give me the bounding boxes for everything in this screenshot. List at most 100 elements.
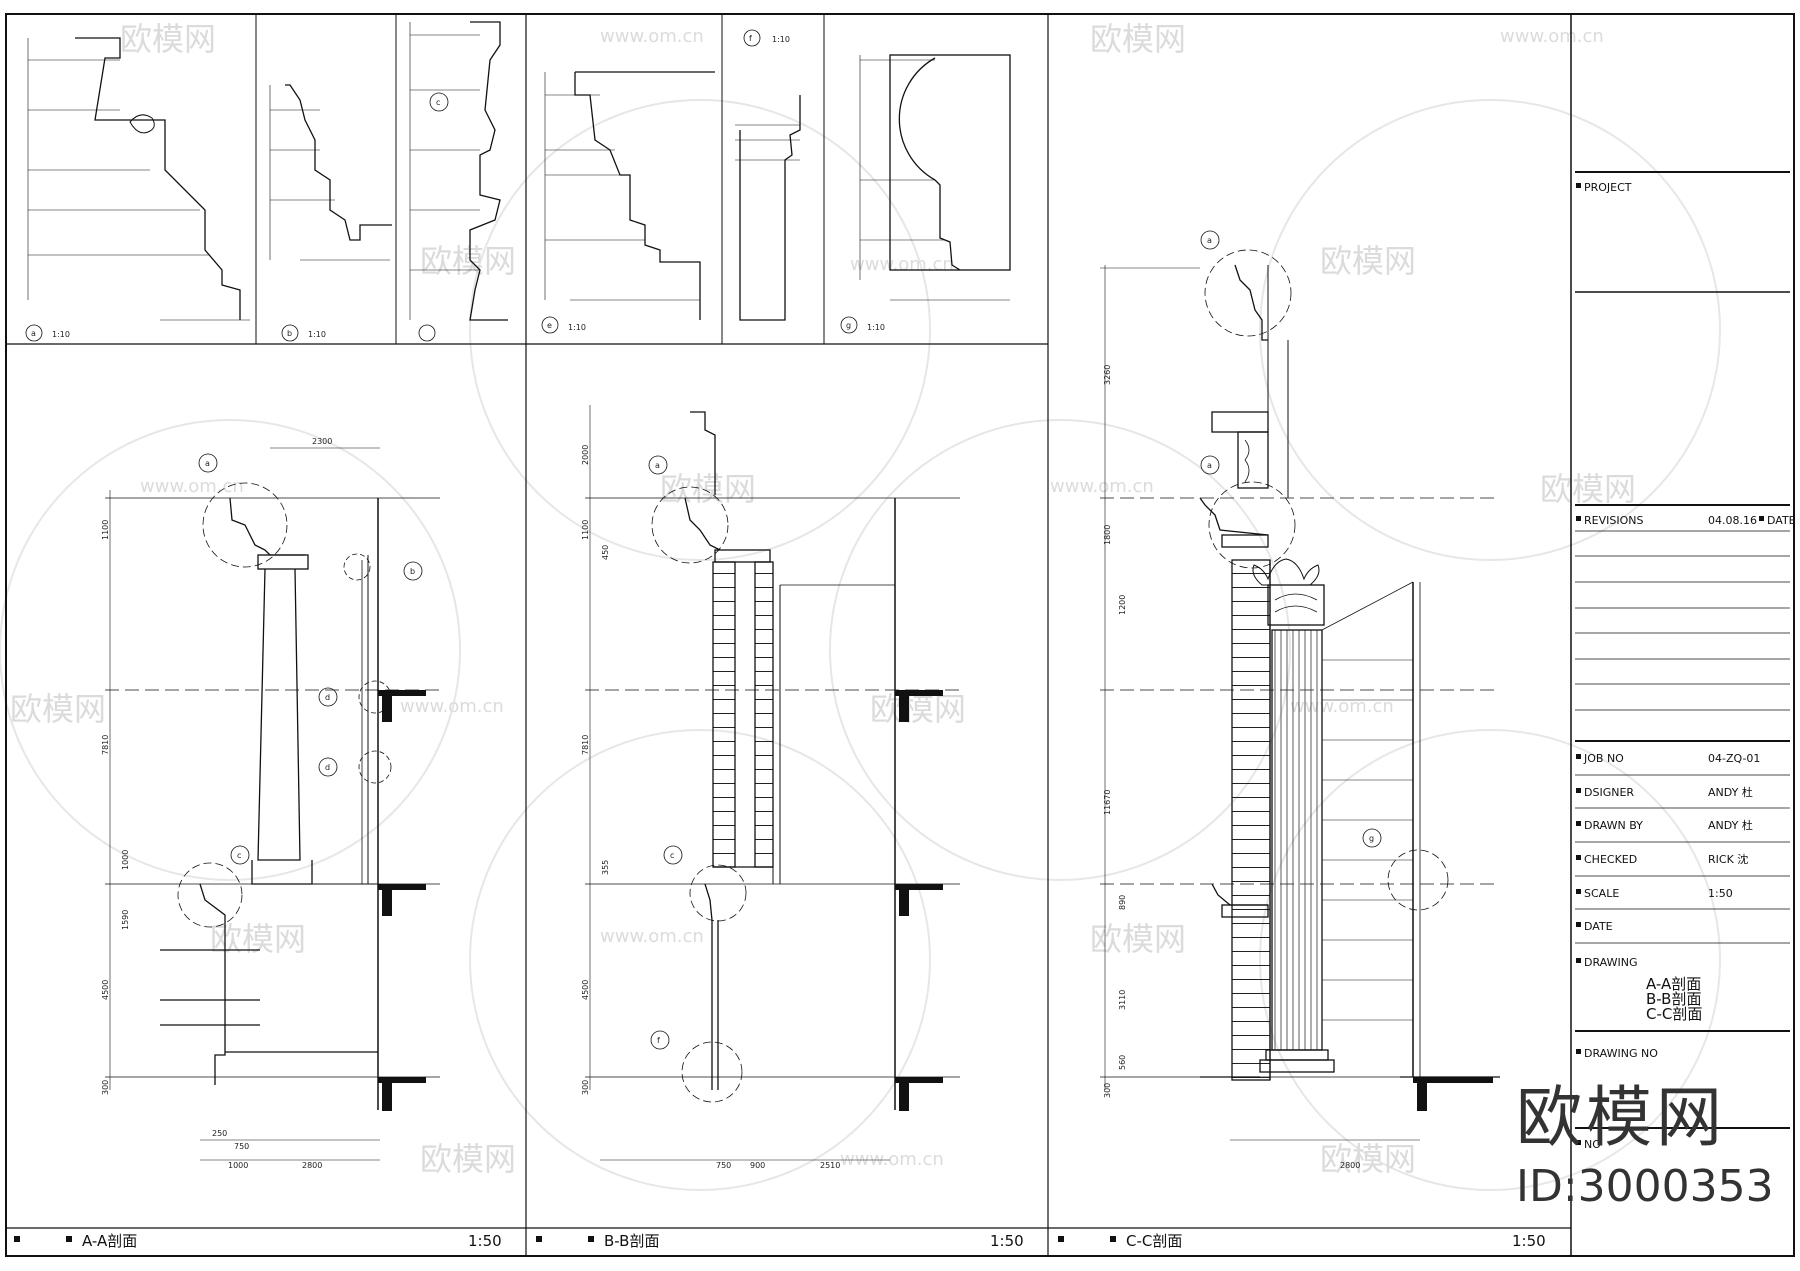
watermark-brand-logo-text: 欧模网 [1516,1079,1726,1156]
section-scale-c: 1:50 [1512,1232,1546,1250]
project-label: PROJECT [1584,181,1632,194]
callout-letter: d [325,763,330,772]
section-label-b: B-B剖面 [604,1232,659,1250]
drawing-label: DRAWING [1584,956,1637,969]
watermark-brand-text: 欧模网 [660,470,756,508]
section-c-callout-letters: a a g [1207,236,1374,843]
dimension-text: 1100 [581,520,590,540]
watermark-brand-text: 欧模网 [1540,470,1636,508]
detail-tag: c [436,98,440,107]
callout-letter: d [325,693,330,702]
dimension-text: 300 [101,1080,110,1095]
dimension-text: 4500 [101,980,110,1000]
watermark-url-text: www.om.cn [1050,476,1154,497]
detail-e [541,71,715,334]
drawn-by-label: DRAWN BY [1584,819,1643,832]
dimension-text: 1800 [1103,525,1112,545]
no-label: NO [1584,1138,1601,1151]
detail-tag: b [287,329,292,338]
job-no-label: JOB NO [1583,752,1624,765]
section-b-dimensions: 2000 1100 450 7810 355 4500 300 750 900 … [581,445,840,1170]
section-a-dimensions: 2300 1100 7810 1000 1590 4500 300 250 75… [101,437,332,1170]
callout-letter: a [1207,461,1212,470]
scale-label: SCALE [1584,887,1619,900]
detail-b [269,84,392,342]
watermark-brand-text: 欧模网 [120,20,216,58]
dimension-text: 250 [212,1129,227,1138]
section-c-floor-slabs [1413,1077,1493,1111]
title-block-bullets [1576,183,1764,1145]
section-scale-a: 1:50 [468,1232,502,1250]
revisions-label: REVISIONS [1584,514,1643,527]
section-c-dimensions: 3260 1800 1200 11670 890 3110 560 300 28… [1103,365,1360,1170]
dimension-text: 7810 [581,735,590,755]
watermark-brand-text: 欧模网 [1320,242,1416,280]
callout-letter: b [410,567,415,576]
detail-tags: a 1:10 b 1:10 c e 1:10 f 1:10 g 1:10 [31,34,885,339]
section-label-a: A-A剖面 [82,1232,137,1250]
drawn-by-value: ANDY 杜 [1708,818,1753,832]
callout-letter: g [1369,834,1374,843]
dimension-text: 890 [1118,895,1127,910]
drawing-title: A-A剖面 [1646,975,1701,993]
revision-date: 04.08.16 [1708,514,1757,527]
callout-letter: c [670,851,674,860]
section-b-drawing [585,405,960,1161]
dimension-text: 2800 [302,1161,322,1170]
dimension-text: 3110 [1118,990,1127,1010]
watermark-brand-block: 欧模网 ID:3000353 [1516,1085,1786,1209]
date-header: DATE [1767,514,1796,527]
section-a-drawing [105,447,440,1161]
dimension-text: 11670 [1103,790,1112,815]
watermark-brand-text: 欧模网 [420,242,516,280]
watermark-url-text: www.om.cn [600,26,704,47]
drawing-no-label: DRAWING NO [1584,1047,1658,1060]
watermark-url-text: www.om.cn [600,926,704,947]
dimension-text: 900 [750,1161,765,1170]
watermark-url-text: www.om.cn [1500,26,1604,47]
detail-c [409,21,508,342]
dimension-text: 2800 [1340,1161,1360,1170]
watermark-brand-text: 欧模网 [1090,920,1186,958]
detail-scale: 1:10 [867,323,885,332]
watermark-brand-text: 欧模网 [1320,1140,1416,1178]
drawing-title: C-C剖面 [1646,1005,1702,1023]
dimension-text: 1590 [121,910,130,930]
dimension-text: 2300 [312,437,332,446]
watermark-url-text: www.om.cn [850,254,954,275]
section-a-callout-letters: a b d d c [205,459,415,860]
detail-tag: g [846,321,851,330]
watermark-url-text: www.om.cn [140,476,244,497]
date-label: DATE [1584,920,1613,933]
scale-value: 1:50 [1708,887,1733,900]
dimension-text: 450 [601,545,610,560]
detail-scale: 1:10 [568,323,586,332]
dimension-text: 1200 [1118,595,1127,615]
dimension-text: 300 [1103,1083,1112,1098]
sheet-frame [5,13,1795,1257]
watermark-brand-text: 欧模网 [210,920,306,958]
dimension-text: 1000 [121,850,130,870]
watermark-id: ID:3000353 [1516,1161,1774,1212]
dimension-text: 750 [716,1161,731,1170]
watermark-layer: 欧模网 欧模网 欧模网 欧模网 欧模网 欧模网 欧模网 欧模网 欧模网 欧模网 … [0,20,1721,1191]
watermark-brand-text: 欧模网 [10,690,106,728]
dimension-text: 7810 [101,735,110,755]
callout-letter: a [1207,236,1212,245]
section-c-drawing [1100,230,1500,1141]
detail-scale: 1:10 [52,330,70,339]
dimension-text: 4500 [581,980,590,1000]
detail-tag: e [547,321,552,330]
dimension-text: 1100 [101,520,110,540]
section-label-c: C-C剖面 [1126,1232,1182,1250]
dimension-text: 2000 [581,445,590,465]
designer-label: DSIGNER [1584,786,1634,799]
watermark-url-text: www.om.cn [400,696,504,717]
callout-letter: a [205,459,210,468]
watermark-url-text: www.om.cn [840,1149,944,1170]
dimension-text: 355 [601,860,610,875]
section-scale-b: 1:50 [990,1232,1024,1250]
detail-a [25,37,250,342]
dimension-text: 300 [581,1080,590,1095]
